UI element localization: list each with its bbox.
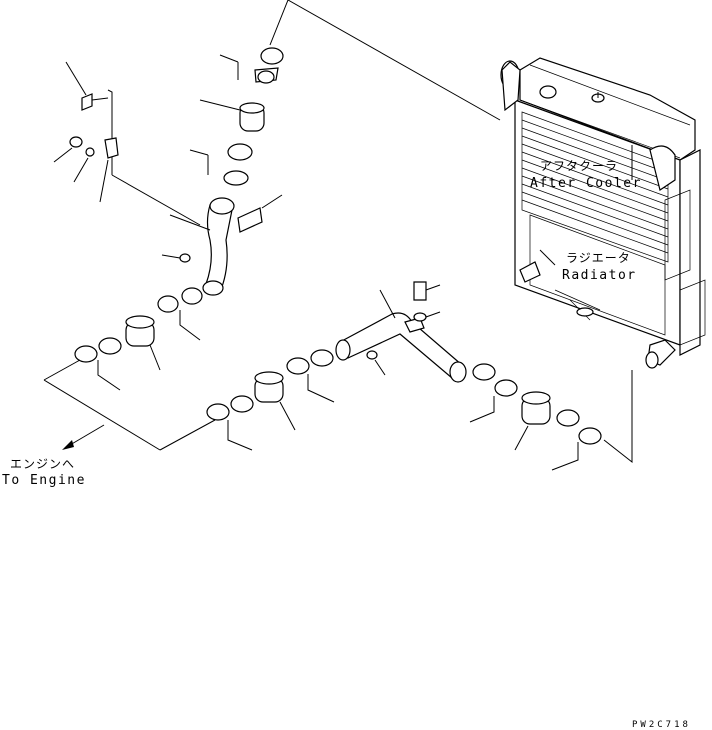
- after-cooler-label-jp: アフタクーラ: [540, 159, 619, 173]
- radiator-label-jp: ラジエータ: [566, 251, 631, 265]
- upper-bent-hose: [161, 194, 283, 296]
- right-bent-pipe: [335, 281, 467, 383]
- to-engine-label-jp: エンジンへ: [10, 457, 76, 471]
- leader-line-top: [269, 0, 501, 121]
- right-lower-chain: [469, 363, 633, 471]
- to-engine-label-en: To Engine: [2, 473, 86, 488]
- leader-radiator: [539, 249, 556, 266]
- after-cooler-label-en: After Cooler: [530, 176, 642, 191]
- radiator-assembly: [500, 57, 706, 369]
- left-lower-chain: [43, 287, 203, 451]
- drawing-code: PW2C718: [632, 720, 691, 730]
- bottom-middle-chain: [159, 349, 335, 451]
- top-clamp-group: [189, 47, 284, 186]
- to-engine-arrow: [62, 424, 105, 450]
- bolt-bracket-group: [53, 61, 201, 226]
- radiator-label-en: Radiator: [562, 268, 637, 283]
